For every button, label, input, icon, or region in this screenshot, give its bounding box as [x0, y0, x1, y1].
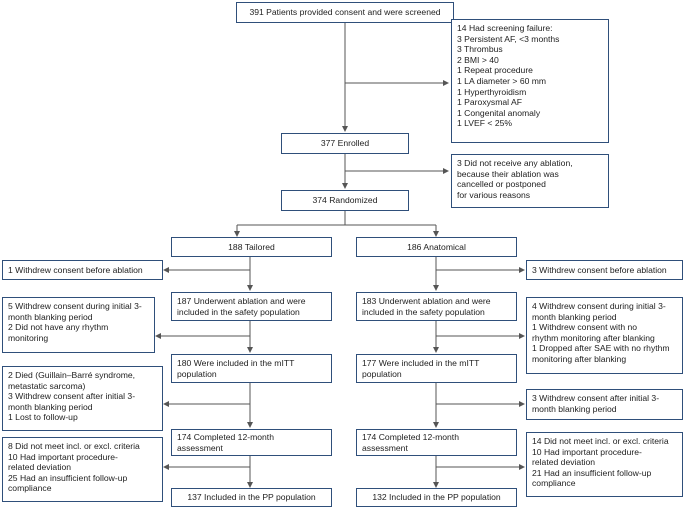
enrolled-box: 377 Enrolled — [281, 133, 409, 154]
anatomical-exclusion-4-box: 14 Did not meet incl. or excl. criteria … — [526, 432, 683, 497]
tailored-pp-text: 137 Included in the PP population — [187, 492, 316, 503]
screening-box: 391 Patients provided consent and were s… — [236, 2, 454, 23]
tailored-completed-line: 174 Completed 12-month — [177, 432, 274, 442]
anatomical-exclusion-4-line: related deviation — [532, 457, 596, 468]
tailored-exclusion-2-line: monitoring — [8, 332, 49, 343]
anatomical-exclusion-1-line: 3 Withdrew consent before ablation — [532, 265, 667, 275]
tailored-safety-box: 187 Underwent ablation and were included… — [171, 292, 332, 321]
anatomical-exclusion-4-line: 10 Had important procedure- — [532, 446, 642, 457]
anatomical-mitt-line: 177 Were included in the mITT — [362, 358, 480, 368]
tailored-exclusion-2-line: 2 Did not have any rhythm — [8, 322, 109, 333]
tailored-arm-text: 188 Tailored — [228, 241, 275, 252]
anatomical-exclusion-2-line: month blanking period — [532, 311, 617, 322]
screen-failure-line: 2 BMI > 40 — [457, 54, 499, 65]
anatomical-completed-box: 174 Completed 12-month assessment — [356, 429, 517, 456]
tailored-exclusion-4-line: related deviation — [8, 462, 72, 473]
anatomical-exclusion-2-line: 1 Dropped after SAE with no rhythm — [532, 343, 670, 354]
tailored-completed-line: assessment — [177, 442, 223, 453]
screen-failure-line: 1 Repeat procedure — [457, 65, 533, 76]
anatomical-pp-box: 132 Included in the PP population — [356, 488, 517, 507]
anatomical-safety-line: included in the safety population — [362, 306, 485, 317]
tailored-exclusion-2-box: 5 Withdrew consent during initial 3- mon… — [2, 297, 155, 353]
tailored-safety-line: included in the safety population — [177, 306, 300, 317]
tailored-exclusion-2-line: 5 Withdrew consent during initial 3- — [8, 301, 142, 311]
tailored-arm-box: 188 Tailored — [171, 237, 332, 257]
tailored-exclusion-4-line: compliance — [8, 483, 52, 494]
screen-failure-line: 1 Paroxysmal AF — [457, 97, 522, 108]
tailored-exclusion-4-box: 8 Did not meet incl. or excl. criteria 1… — [2, 437, 163, 502]
anatomical-exclusion-2-line: monitoring after blanking — [532, 353, 627, 364]
anatomical-safety-box: 183 Underwent ablation and were included… — [356, 292, 517, 321]
no-ablation-line: for various reasons — [457, 189, 531, 200]
tailored-exclusion-3-box: 2 Died (Guillain–Barré syndrome, metasta… — [2, 366, 163, 431]
anatomical-exclusion-3-line: month blanking period — [532, 403, 617, 414]
screen-failure-line: 1 Congenital anomaly — [457, 107, 541, 118]
tailored-pp-box: 137 Included in the PP population — [171, 488, 332, 507]
anatomical-exclusion-2-line: 1 Withdrew consent with no — [532, 322, 638, 333]
screen-failure-line: 3 Persistent AF, <3 months — [457, 33, 560, 44]
tailored-exclusion-3-line: 2 Died (Guillain–Barré syndrome, — [8, 370, 136, 380]
tailored-mitt-box: 180 Were included in the mITT population — [171, 354, 332, 383]
anatomical-exclusion-4-line: 21 Had an insufficient follow-up — [532, 467, 652, 478]
anatomical-exclusion-4-line: 14 Did not meet incl. or excl. criteria — [532, 436, 669, 446]
tailored-exclusion-4-line: 8 Did not meet incl. or excl. criteria — [8, 441, 140, 451]
screen-failure-line: 1 Hyperthyroidism — [457, 86, 527, 97]
tailored-mitt-line: 180 Were included in the mITT — [177, 358, 295, 368]
no-ablation-line: cancelled or postponed — [457, 179, 546, 190]
anatomical-mitt-line: population — [362, 368, 402, 379]
tailored-exclusion-1-box: 1 Withdrew consent before ablation — [2, 260, 163, 280]
no-ablation-line: because their ablation was — [457, 168, 559, 179]
screen-failure-box: 14 Had screening failure: 3 Persistent A… — [451, 19, 609, 143]
tailored-exclusion-2-line: month blanking period — [8, 311, 93, 322]
tailored-exclusion-4-line: 25 Had an insufficient follow-up — [8, 472, 128, 483]
enrolled-text: 377 Enrolled — [320, 138, 370, 149]
anatomical-safety-line: 183 Underwent ablation and were — [362, 296, 491, 306]
anatomical-pp-text: 132 Included in the PP population — [372, 492, 501, 503]
anatomical-exclusion-2-box: 4 Withdrew consent during initial 3- mon… — [526, 297, 683, 374]
screen-failure-line: 1 LA diameter > 60 mm — [457, 75, 547, 86]
tailored-exclusion-3-line: month blanking period — [8, 401, 93, 412]
anatomical-completed-line: assessment — [362, 442, 408, 453]
tailored-safety-line: 187 Underwent ablation and were — [177, 296, 306, 306]
randomized-box: 374 Randomized — [281, 190, 409, 211]
screen-failure-line: 3 Thrombus — [457, 44, 503, 55]
screen-failure-line: 14 Had screening failure: — [457, 23, 553, 33]
anatomical-exclusion-4-line: compliance — [532, 478, 576, 489]
tailored-exclusion-3-line: 3 Withdrew consent after initial 3- — [8, 391, 136, 402]
anatomical-exclusion-2-line: 4 Withdrew consent during initial 3- — [532, 301, 666, 311]
anatomical-completed-line: 174 Completed 12-month — [362, 432, 459, 442]
randomized-text: 374 Randomized — [312, 195, 378, 206]
anatomical-exclusion-1-box: 3 Withdrew consent before ablation — [526, 260, 683, 280]
tailored-exclusion-3-line: metastatic sarcoma) — [8, 380, 86, 391]
no-ablation-box: 3 Did not receive any ablation, because … — [451, 154, 609, 208]
tailored-exclusion-3-line: 1 Lost to follow-up — [8, 412, 78, 423]
anatomical-arm-text: 186 Anatomical — [407, 241, 466, 252]
anatomical-exclusion-3-line: 3 Withdrew consent after initial 3- — [532, 393, 660, 403]
tailored-completed-box: 174 Completed 12-month assessment — [171, 429, 332, 456]
tailored-mitt-line: population — [177, 368, 217, 379]
screening-text: 391 Patients provided consent and were s… — [249, 7, 441, 18]
anatomical-mitt-box: 177 Were included in the mITT population — [356, 354, 517, 383]
anatomical-arm-box: 186 Anatomical — [356, 237, 517, 257]
tailored-exclusion-1-line: 1 Withdrew consent before ablation — [8, 265, 143, 275]
anatomical-exclusion-3-box: 3 Withdrew consent after initial 3- mont… — [526, 389, 683, 420]
screen-failure-line: 1 LVEF < 25% — [457, 118, 513, 129]
no-ablation-line: 3 Did not receive any ablation, — [457, 158, 573, 168]
anatomical-exclusion-2-line: rhythm monitoring after blanking — [532, 332, 655, 343]
tailored-exclusion-4-line: 10 Had important procedure- — [8, 451, 118, 462]
